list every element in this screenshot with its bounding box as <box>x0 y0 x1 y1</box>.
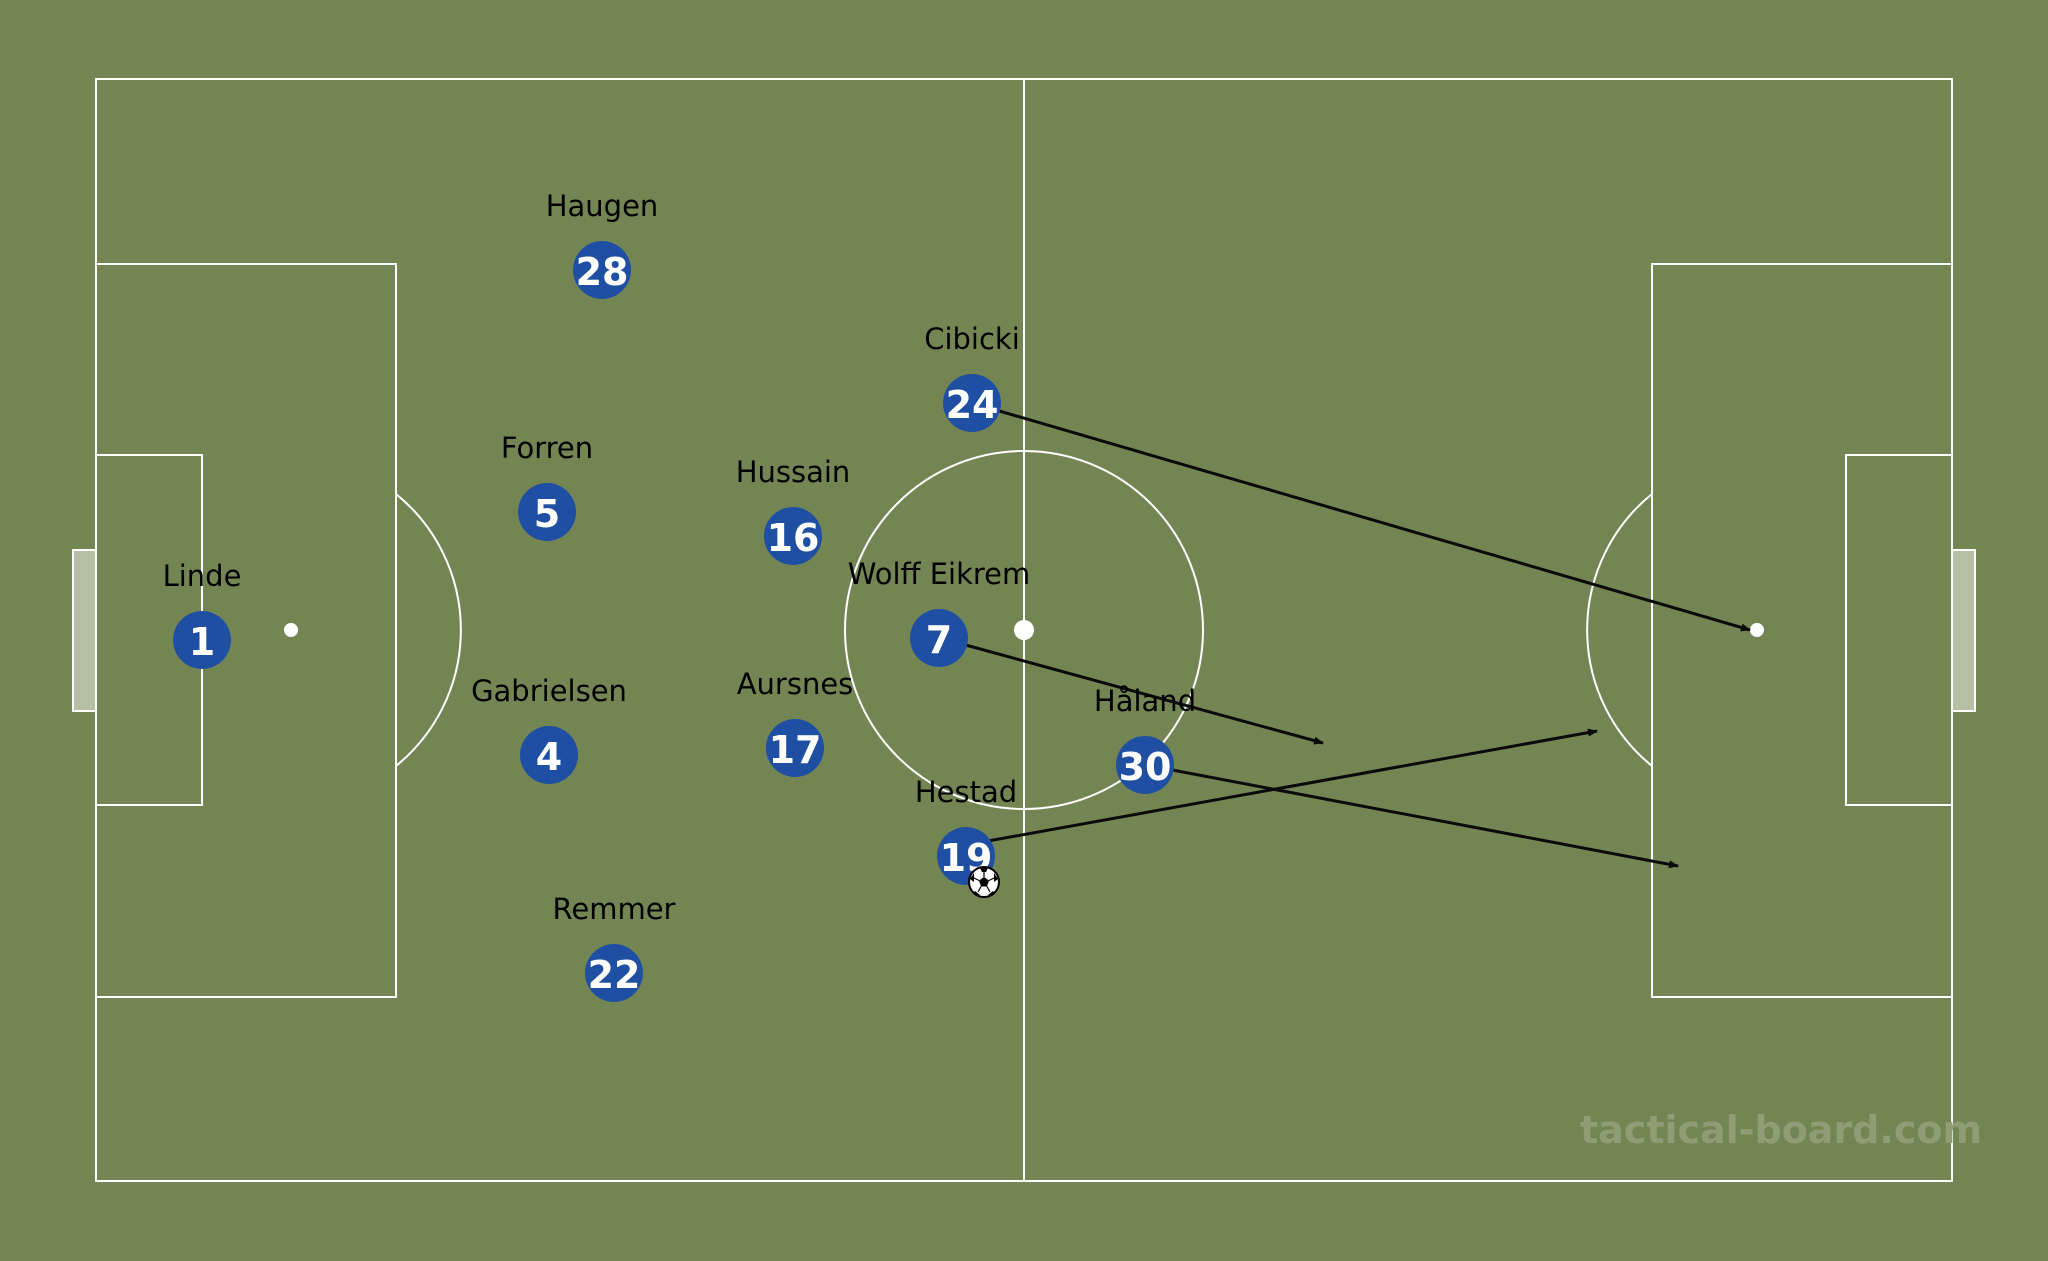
player-name: Aursnes <box>737 667 854 701</box>
arrow-cibicki-run[interactable] <box>971 401 1751 632</box>
player-wolff-eikrem[interactable]: Wolff Eikrem 7 <box>848 557 1031 667</box>
player-name: Håland <box>1094 684 1196 718</box>
player-name: Hussain <box>736 455 851 489</box>
player-marker <box>573 241 631 299</box>
player-name: Cibicki <box>924 322 1020 356</box>
player-number: 30 <box>1119 745 1172 789</box>
center-circle <box>844 450 1204 810</box>
player-forren[interactable]: Forren 5 <box>501 431 593 541</box>
player-name: Remmer <box>553 892 676 926</box>
player-number: 7 <box>926 618 952 662</box>
watermark: tactical-board.com <box>1580 1108 1982 1152</box>
player-haland[interactable]: Håland 30 <box>1094 684 1196 794</box>
player-marker <box>518 483 576 541</box>
center-spot <box>1014 620 1034 640</box>
player-marker <box>910 609 968 667</box>
player-number: 24 <box>946 383 999 427</box>
player-marker <box>520 726 578 784</box>
player-number: 1 <box>189 620 215 664</box>
left-goal <box>72 549 97 712</box>
left-penalty-spot <box>284 623 298 637</box>
left-penalty-arc <box>395 493 462 767</box>
player-marker <box>585 944 643 1002</box>
player-name: Linde <box>163 559 242 593</box>
player-name: Haugen <box>546 189 659 223</box>
player-name: Wolff Eikrem <box>848 557 1031 591</box>
arrow-wolff-eikrem-run[interactable] <box>939 636 1324 745</box>
player-aursnes[interactable]: Aursnes 17 <box>737 667 854 777</box>
right-penalty-arc <box>1586 493 1653 767</box>
player-marker <box>173 611 231 669</box>
right-goal <box>1951 549 1976 712</box>
right-penalty-spot <box>1750 623 1764 637</box>
player-marker <box>764 507 822 565</box>
players: Haugen 28 Cibicki 24 Forren 5 Hussain 16… <box>163 189 1196 1002</box>
player-linde[interactable]: Linde 1 <box>163 559 242 669</box>
player-name: Forren <box>501 431 593 465</box>
player-marker <box>766 719 824 777</box>
player-hestad[interactable]: Hestad 19 <box>915 775 1017 885</box>
player-number: 4 <box>536 735 562 779</box>
player-number: 17 <box>769 728 822 772</box>
player-number: 28 <box>576 250 629 294</box>
player-marker <box>943 374 1001 432</box>
player-name: Gabrielsen <box>471 674 627 708</box>
player-number: 22 <box>588 953 641 997</box>
player-cibicki[interactable]: Cibicki 24 <box>924 322 1020 432</box>
player-name: Hestad <box>915 775 1017 809</box>
arrow-haland-run[interactable] <box>1145 763 1679 869</box>
player-marker <box>1116 736 1174 794</box>
movement-arrows <box>939 401 1751 869</box>
player-haugen[interactable]: Haugen 28 <box>546 189 659 299</box>
player-number: 5 <box>534 492 560 536</box>
player-gabrielsen[interactable]: Gabrielsen 4 <box>471 674 627 784</box>
soccer-ball-icon[interactable] <box>968 866 1000 898</box>
player-hussain[interactable]: Hussain 16 <box>736 455 851 565</box>
player-number: 16 <box>767 516 820 560</box>
arrow-hestad-pass[interactable] <box>965 728 1598 847</box>
player-remmer[interactable]: Remmer 22 <box>553 892 676 1002</box>
